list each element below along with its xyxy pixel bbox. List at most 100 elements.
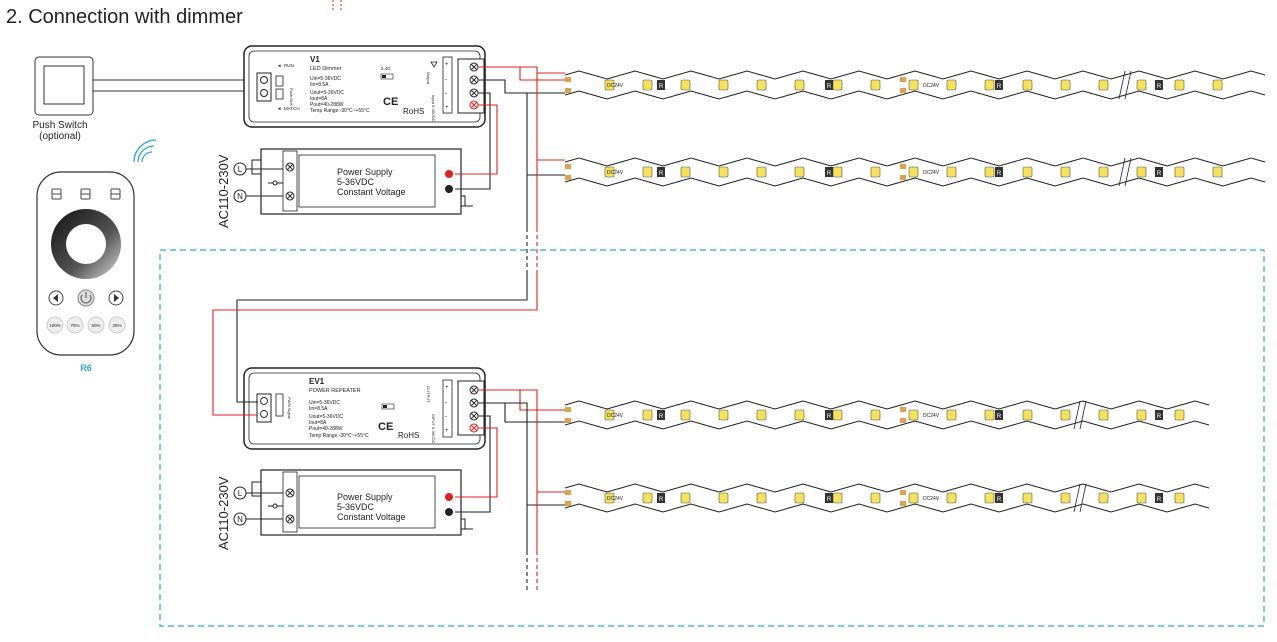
led-chip — [794, 409, 805, 421]
preset-75: 75% — [70, 323, 79, 328]
repeater-ev1: PWM Signal EV1 POWER REPEATER Uin=5-36VD… — [243, 367, 486, 450]
psu-positive-terminal — [445, 170, 453, 178]
psu-label: Power Supply — [337, 167, 393, 177]
led-chip — [1136, 166, 1147, 178]
solder-pad — [900, 490, 906, 495]
resistor-chip — [825, 493, 833, 503]
repeater-spec-temp: Temp Range:-30°C~+55°C — [309, 433, 369, 439]
solder-pad — [565, 77, 571, 82]
led-chip — [642, 492, 653, 504]
led-chip — [946, 166, 957, 178]
led-chip — [984, 166, 995, 178]
repeater-spec-uin: Uin=5-36VDC — [309, 400, 340, 406]
led-chip — [946, 409, 957, 421]
led-chip — [1060, 79, 1071, 91]
preset-50: 50% — [91, 323, 100, 328]
led-chip — [794, 79, 805, 91]
led-chip — [1060, 409, 1071, 421]
resistor-chip — [1155, 167, 1163, 177]
repeater-spec-iin: Iin=8.5A — [309, 406, 328, 412]
strip-voltage-label: DC24V — [923, 496, 940, 502]
led-chip — [756, 492, 767, 504]
resistor-chip — [995, 493, 1003, 503]
resistor-chip — [1155, 410, 1163, 420]
strip-break-mark — [1118, 70, 1132, 100]
resistor-chip — [657, 410, 665, 420]
led-chip — [946, 492, 957, 504]
repeater-spec-iout: Iout=8A — [309, 420, 327, 426]
resistor-chip — [995, 167, 1003, 177]
psu-type: Constant Voltage — [337, 187, 406, 197]
dip-switch — [380, 73, 394, 80]
resistor-mark: R — [659, 414, 664, 420]
solder-pad — [900, 407, 906, 412]
svg-text:◄: ◄ — [277, 63, 281, 68]
resistor-mark: R — [827, 414, 832, 420]
led-chip — [870, 409, 881, 421]
psu-positive-terminal — [445, 493, 453, 501]
led-chip — [832, 166, 843, 178]
mains-voltage-label-1: AC110-230V — [216, 154, 231, 228]
resistor-mark: R — [1157, 414, 1162, 420]
power-supply-2: Power Supply 5-36VDC Constant Voltage L … — [216, 469, 473, 550]
resistor-mark: R — [659, 84, 664, 90]
strip-voltage-label: DC24V — [607, 83, 624, 89]
resistor-chip — [1155, 493, 1163, 503]
led-chip — [680, 409, 691, 421]
resistor-mark: R — [659, 171, 664, 177]
led-chip — [718, 79, 729, 91]
resistor-chip — [825, 80, 833, 90]
led-chip — [1174, 79, 1185, 91]
resistor-chip — [995, 80, 1003, 90]
repeater-spec-pout: Pout=40-288W — [309, 426, 343, 432]
led-chip — [908, 409, 919, 421]
led-chip — [870, 79, 881, 91]
dimmer-spec-uin: Uin=5-36VDC — [310, 76, 341, 82]
led-chip — [832, 492, 843, 504]
resistor-chip — [995, 410, 1003, 420]
led-chip — [680, 492, 691, 504]
led-chip — [1060, 166, 1071, 178]
svg-text:◄: ◄ — [277, 106, 281, 111]
strip-break-mark — [1073, 483, 1087, 513]
svg-text:+: + — [445, 62, 449, 68]
led-chip — [1022, 166, 1033, 178]
solder-pad — [900, 164, 906, 169]
led-chip — [642, 166, 653, 178]
dip-switch — [381, 403, 395, 410]
wires — [212, 66, 565, 590]
wireless-signal-icon — [133, 139, 157, 163]
svg-text:+: + — [445, 105, 449, 111]
resistor-mark: R — [659, 497, 664, 503]
led-chip — [1098, 166, 1109, 178]
solder-pad — [565, 175, 571, 180]
dimmer-spec-iin: Iin=8.5A — [310, 82, 329, 88]
pwm-signal-label: PWM Signal — [287, 397, 292, 419]
led-chip — [604, 79, 615, 91]
output-label: Output — [426, 72, 431, 85]
led-chip — [1136, 492, 1147, 504]
led-chip — [984, 492, 995, 504]
resistor-mark: R — [1157, 171, 1162, 177]
page-title: 2. Connection with dimmer — [6, 6, 243, 28]
input-label: INPUT 5-36VDC — [431, 414, 436, 444]
led-chip — [1212, 166, 1223, 178]
psu-voltage: 5-36VDC — [337, 502, 375, 512]
ce-mark: CE — [378, 421, 393, 433]
solder-pad — [900, 418, 906, 423]
resistor-mark: R — [997, 414, 1002, 420]
zone-button-icons — [51, 188, 121, 200]
led-chip — [718, 409, 729, 421]
led-chip — [1174, 409, 1185, 421]
solder-pad — [565, 88, 571, 93]
svg-text:-: - — [445, 77, 447, 83]
resistor-mark: R — [997, 171, 1002, 177]
svg-text:+: + — [445, 385, 449, 391]
svg-text:-: - — [445, 91, 447, 97]
svg-text:+: + — [445, 428, 449, 434]
solder-pad — [900, 175, 906, 180]
push-dim-label: Push DIM — [289, 88, 294, 106]
led-chip — [870, 492, 881, 504]
